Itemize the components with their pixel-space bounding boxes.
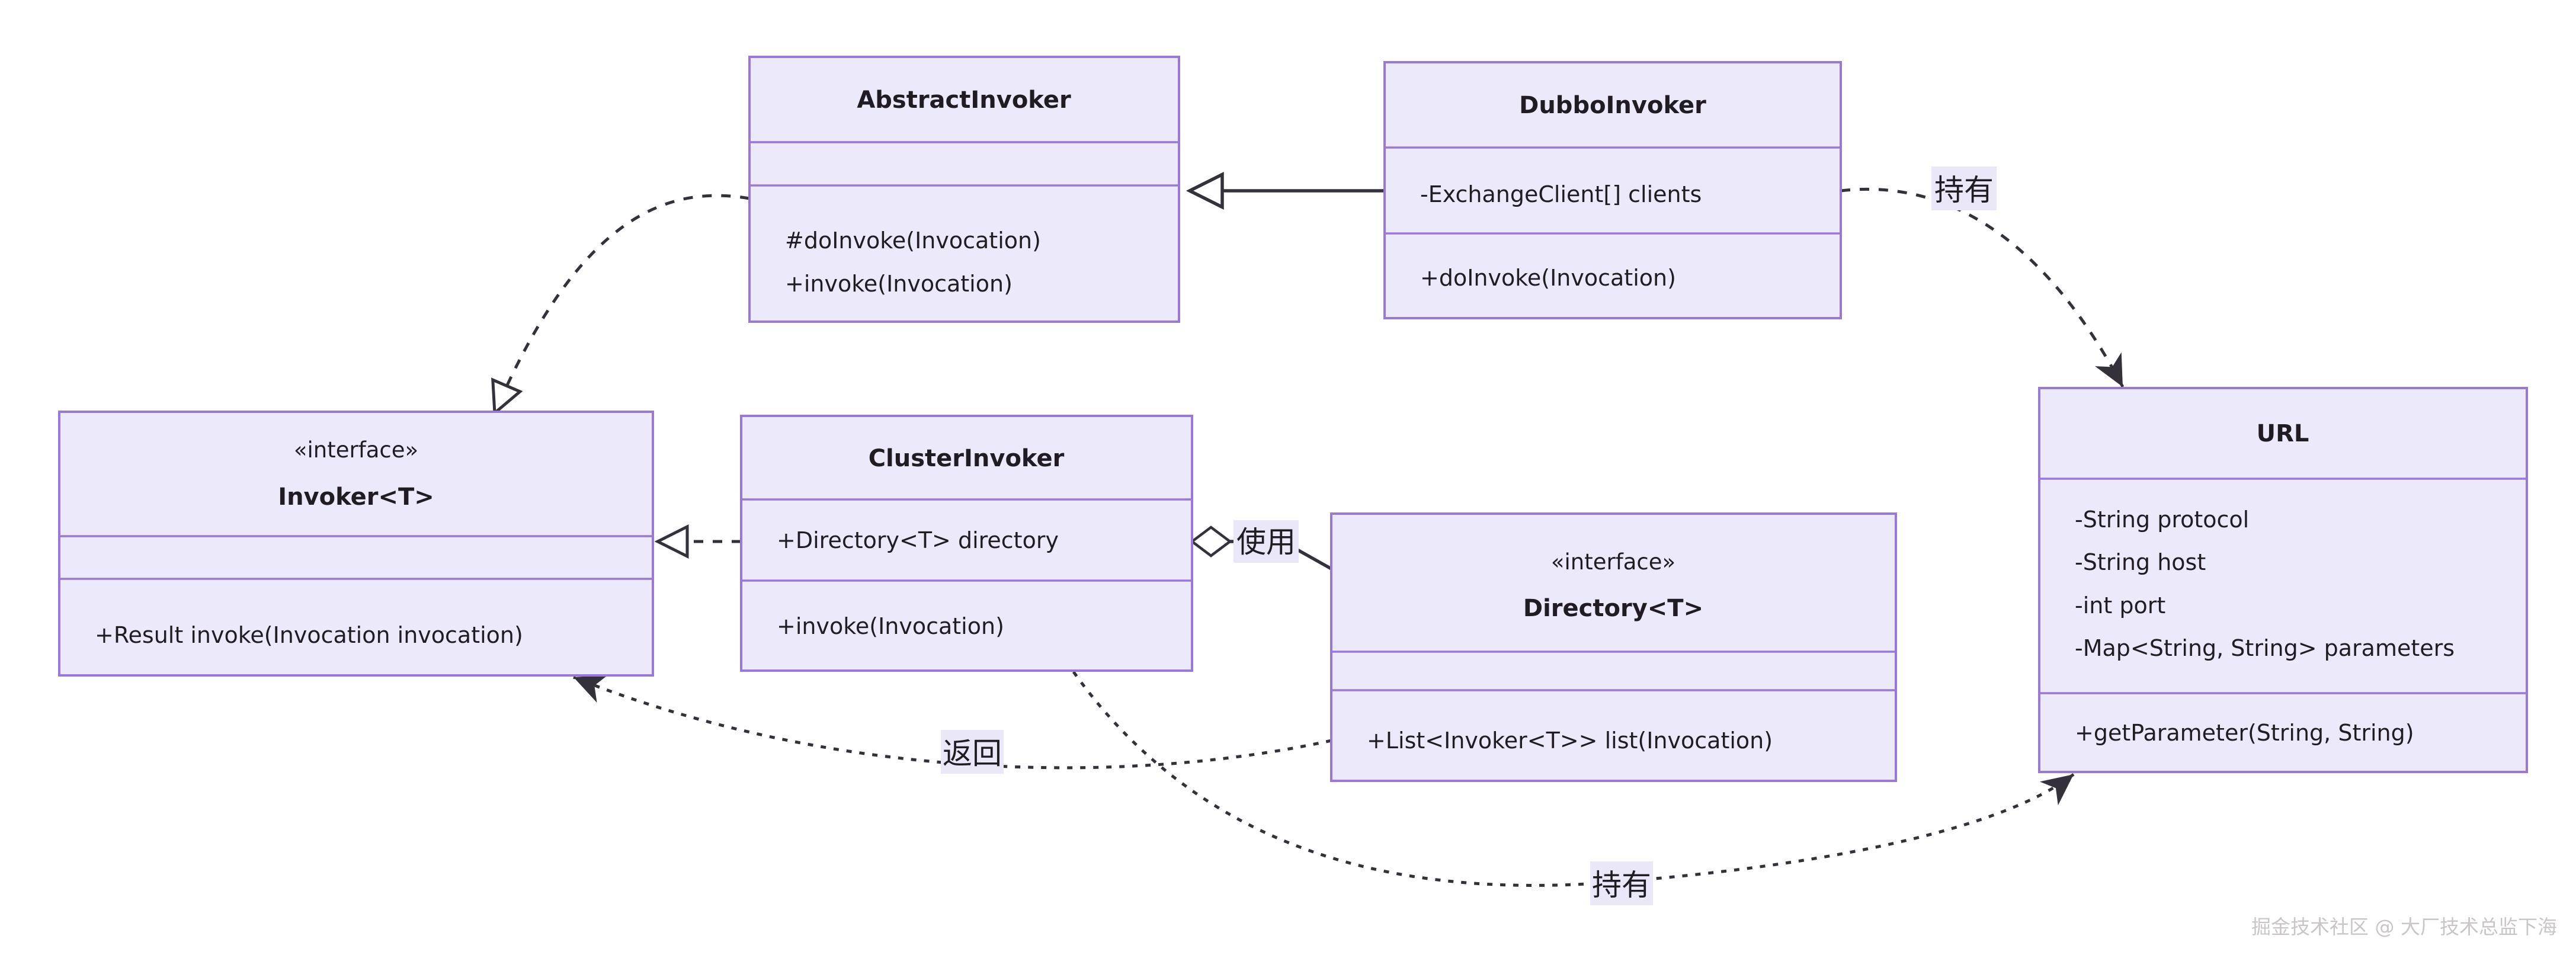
edge-label-uses: 使用	[1233, 520, 1299, 563]
class-title: DubboInvoker	[1519, 92, 1706, 119]
watermark-text-shadow: 掘金技术社区 @ 大厂技术总监下海	[2253, 917, 2559, 940]
class-invoker-interface: «interface» Invoker<T> +Result invoke(In…	[58, 411, 654, 677]
aggregation-diamond-icon	[1190, 526, 1232, 558]
class-attribute: +Directory<T> directory	[777, 527, 1059, 553]
edge-label-bg	[1233, 520, 1299, 563]
edge-label-holds-top: 持有	[1931, 166, 1997, 210]
class-dubboinvoker: DubboInvoker -ExchangeClient[] clients +…	[1383, 61, 1842, 319]
class-title: AbstractInvoker	[857, 86, 1071, 114]
edge-label-holds-bottom: 持有	[1590, 861, 1653, 905]
edge-dependency-clusterinvoker-url	[1072, 671, 2075, 887]
class-method: +getParameter(String, String)	[2075, 720, 2414, 746]
edge-label-bg	[1590, 861, 1653, 905]
edge-label-bg	[941, 730, 1004, 774]
edge-label-returns: 返回	[941, 730, 1004, 774]
class-title: Directory<T>	[1523, 595, 1703, 622]
class-frame	[1383, 61, 1842, 319]
class-frame	[740, 415, 1193, 672]
class-title: URL	[2257, 420, 2309, 447]
class-url: URL -String protocol -String host -int p…	[2038, 387, 2528, 773]
class-stereotype: «interface»	[294, 437, 418, 463]
class-method: #doInvoke(Invocation)	[785, 228, 1041, 254]
class-method: +List<Invoker<T>> list(Invocation)	[1367, 728, 1773, 754]
class-attribute: -String host	[2075, 549, 2206, 575]
aggregation-line	[1296, 548, 1332, 571]
edge-label-text: 返回	[943, 736, 1002, 771]
edge-realization-abstractinvoker-invoker	[495, 194, 750, 413]
class-attribute: -int port	[2075, 592, 2165, 619]
edge-dependency-dubboinvoker-url	[1840, 187, 2125, 388]
edge-label-bg	[1931, 166, 1997, 210]
class-abstractinvoker: AbstractInvoker #doInvoke(Invocation) +i…	[748, 56, 1180, 323]
edge-label-text: 使用	[1236, 525, 1296, 559]
class-directory-interface: «interface» Directory<T> +List<Invoker<T…	[1330, 512, 1897, 782]
class-clusterinvoker: ClusterInvoker +Directory<T> directory +…	[740, 415, 1193, 672]
edge-label-text: 持有	[1934, 173, 1994, 207]
class-attribute: -Map<String, String> parameters	[2075, 635, 2455, 661]
class-frame	[2038, 387, 2528, 773]
class-title: ClusterInvoker	[869, 445, 1065, 472]
class-stereotype: «interface»	[1551, 549, 1675, 575]
watermark: 掘金技术社区 @ 大厂技术总监下海 掘金技术社区 @ 大厂技术总监下海	[2251, 915, 2559, 940]
edge-aggregation-clusterinvoker-directory	[1190, 526, 1332, 571]
class-method: +doInvoke(Invocation)	[1420, 265, 1676, 291]
class-method: +invoke(Invocation)	[785, 271, 1013, 297]
class-frame	[58, 411, 654, 677]
class-attribute: -ExchangeClient[] clients	[1420, 181, 1702, 207]
class-method: +invoke(Invocation)	[777, 613, 1004, 639]
edge-label-text: 持有	[1592, 868, 1651, 902]
class-method: +Result invoke(Invocation invocation)	[95, 622, 523, 648]
class-title: Invoker<T>	[278, 483, 434, 511]
class-frame	[748, 56, 1180, 323]
watermark-text: 掘金技术社区 @ 大厂技术总监下海	[2251, 915, 2557, 938]
class-frame	[1330, 512, 1897, 782]
class-attribute: -String protocol	[2075, 507, 2249, 533]
